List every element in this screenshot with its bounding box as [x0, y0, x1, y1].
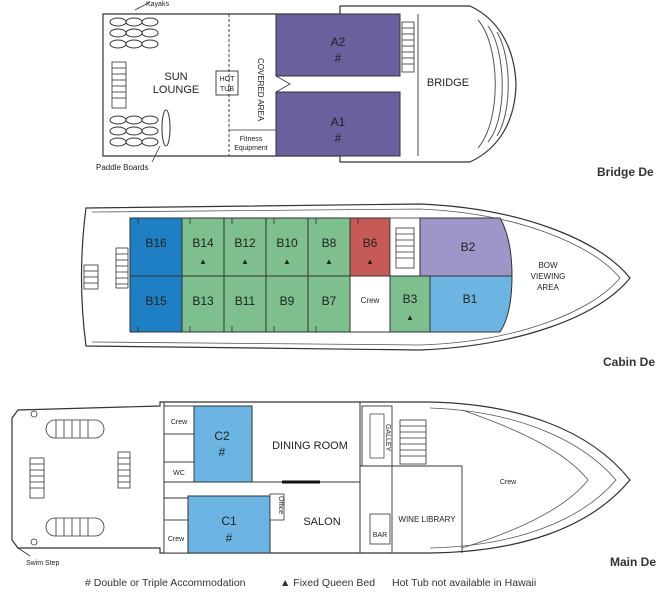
cabin-b14	[181, 217, 225, 277]
cabin-b2-label: B2	[461, 240, 476, 254]
bar	[369, 513, 391, 545]
main-wc-label: WC	[173, 470, 185, 477]
cabin-b10	[265, 217, 309, 277]
cabin-b10-label: B10	[276, 236, 298, 250]
office-label: Office	[277, 496, 284, 514]
bow-area-label-3: AREA	[537, 283, 559, 292]
bridge-bow-lines	[477, 19, 509, 149]
main-crew-bottom-label: Crew	[168, 536, 185, 543]
suite-a1-hash: #	[335, 131, 342, 145]
office	[269, 493, 285, 521]
suite-c1-label: C1	[221, 514, 237, 528]
cabin-b15-label: B15	[145, 294, 167, 308]
galley-label: GALLEY	[384, 424, 391, 452]
sun-lounge-label-1: SUN	[164, 71, 187, 83]
suite-c2-hash: #	[219, 445, 226, 459]
fitness-label-2: Equipment	[234, 145, 268, 152]
salon-label: SALON	[303, 516, 340, 528]
cabin-b6-bed-mark: ▲	[366, 257, 374, 266]
cabin-b12-bed-mark: ▲	[241, 257, 249, 266]
cabin-b3	[389, 275, 431, 333]
cabin-deck-title: Cabin De	[603, 355, 655, 369]
hot-tub-label-1: HOT	[220, 76, 236, 83]
cabin-b11-label: B11	[235, 294, 256, 308]
cabin-b16	[129, 217, 183, 277]
bridge-deck-title: Bridge De	[597, 165, 654, 179]
suite-c1	[187, 495, 271, 554]
bridge-stair-icon	[401, 21, 415, 73]
legend-queen: ▲ Fixed Queen Bed	[280, 577, 375, 589]
main-deck-title: Main De	[610, 555, 656, 569]
kayak-rack-icon	[109, 17, 159, 147]
cabin-stern-stair-icon	[83, 247, 129, 290]
suite-a2-hash: #	[335, 51, 342, 65]
cabin-b6	[349, 217, 391, 277]
cabin-b12	[223, 217, 267, 277]
cabin-b8-label: B8	[322, 236, 337, 250]
cabin-b3-label: B3	[403, 292, 418, 306]
suite-c1-hash: #	[226, 531, 233, 545]
main-galley-stair-icon	[399, 419, 427, 465]
dining-room-label: DINING ROOM	[272, 440, 348, 452]
suite-a2	[275, 13, 401, 77]
fitness-label-1: Fitness	[240, 136, 263, 143]
cabin-b8-bed-mark: ▲	[325, 257, 333, 266]
suite-a1	[275, 91, 401, 157]
bow-area-label-2: VIEWING	[531, 272, 566, 281]
swim-step-label: Swim Step	[26, 560, 60, 567]
bar-label: BAR	[373, 532, 387, 539]
sun-lounge-label-2: LOUNGE	[153, 84, 199, 96]
cabin-b14-bed-mark: ▲	[199, 257, 207, 266]
legend: # Double or Triple Accommodation ▲ Fixed…	[85, 577, 536, 589]
bridge-deck: Kayaks Paddle Boards SUN LOUNGE HOT TUB …	[96, 1, 654, 179]
cabin-b13-label: B13	[192, 294, 214, 308]
hot-tub-icon	[215, 70, 239, 96]
bridge-label: BRIDGE	[427, 77, 469, 89]
main-deck-outline	[11, 401, 631, 554]
cabin-b9	[265, 275, 309, 333]
bow-area-label-1: BOW	[538, 261, 558, 270]
wine-library-label: WINE LIBRARY	[398, 515, 456, 524]
paddle-boards-label: Paddle Boards	[96, 163, 148, 172]
cabin-b16-label: B16	[145, 236, 167, 250]
cabin-b6-label: B6	[363, 236, 378, 250]
main-deck: Crew Swim Step Crew C2 # WC	[11, 401, 656, 569]
cabin-crew-room	[349, 275, 391, 333]
main-stern-stair-icon	[29, 419, 131, 537]
main-bow-crew-label: Crew	[500, 479, 517, 486]
suite-a1-label: A1	[331, 115, 346, 129]
cabin-b9-label: B9	[280, 294, 295, 308]
cabin-b7-label: B7	[322, 294, 337, 308]
cabin-b1	[429, 275, 513, 333]
cabin-b3-bed-mark: ▲	[406, 313, 414, 322]
kayaks-label: Kayaks	[146, 1, 169, 8]
cabin-b15	[129, 275, 183, 333]
suite-a2-label: A2	[331, 35, 346, 49]
suite-c2	[193, 405, 253, 483]
legend-double: # Double or Triple Accommodation	[85, 577, 246, 589]
main-crew-room-bottom	[163, 519, 189, 554]
suite-c2-label: C2	[214, 429, 230, 443]
main-crew-room-top	[163, 405, 195, 435]
cabin-b14-label: B14	[192, 236, 214, 250]
cabin-b1-label: B1	[463, 292, 478, 306]
legend-hot-tub-note: Hot Tub not available in Hawaii	[392, 577, 536, 589]
main-crew-top-label: Crew	[171, 419, 188, 426]
cabin-b12-label: B12	[234, 236, 256, 250]
bridge-left-stair-icon	[111, 61, 127, 109]
cabin-b10-bed-mark: ▲	[283, 257, 291, 266]
cabin-center-stair-icon	[389, 217, 421, 277]
hot-tub-label-2: TUB	[220, 86, 234, 93]
cabin-b8	[307, 217, 351, 277]
cabin-crew-label: Crew	[361, 296, 380, 305]
covered-area-label: COVERED AREA	[256, 58, 265, 122]
paddle-board-icon	[161, 109, 171, 147]
